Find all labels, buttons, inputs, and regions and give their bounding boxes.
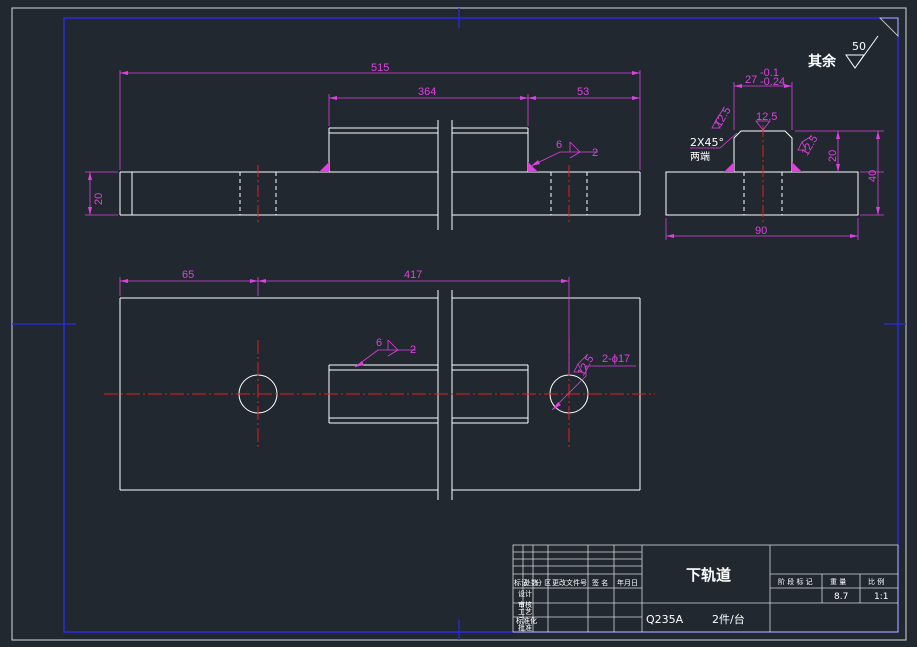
title-block-text: 标记 处数 分 区 更改文件号 签 名 年月日 设计 审核 工艺 标准化 批准 … [514,566,888,632]
hole-callout: 2-ϕ17 [602,353,630,365]
tb-role-3: 标准化 [516,616,537,625]
weld-fillet-left-icon [319,162,329,172]
tb-header-4: 签 名 [592,578,608,587]
dim-base-width: 90 [755,225,767,237]
tb-header-2: 分 区 [535,578,551,587]
tb-col-stage: 阶 段 标 记 [778,577,813,586]
tol-upper: -0.1 [760,67,779,79]
part-name: 下轨道 [686,566,731,584]
roughness-symbol-icon [845,35,879,69]
tb-role-4: 批准 [518,623,532,632]
dim-hole-offset: 65 [182,269,194,281]
tb-header-5: 年月日 [617,578,638,587]
plan-view: 65 417 6 2 2-ϕ17 12.5 [104,269,655,500]
side-weld-right-icon [792,162,802,172]
tb-header-1: 处数 [524,578,538,587]
dim-plate-height: 20 [93,193,105,205]
quantity: 2件/台 [712,612,745,626]
tb-role-1: 审核 [518,600,532,609]
roughness-value: 50 [852,40,866,53]
drawing-frame [63,17,899,633]
corner-triangle-top-right [879,17,899,37]
dim-step-height: 20 [827,150,839,162]
side-view: 27 -0.1 -0.24 2X45° 两端 12.5 12.5 12.5 20… [665,67,884,240]
title-block [512,544,899,633]
material: Q235A [646,613,684,626]
tb-col-weight: 重 量 [830,578,846,586]
chamfer-note: 两端 [690,150,710,163]
tb-role-2: 工艺 [518,608,532,616]
rough-top: 12.5 [756,111,777,123]
weld-count: 2 [592,147,598,159]
weld-size: 6 [556,139,562,151]
scale-value: 1:1 [874,592,888,602]
tb-header-3: 更改文件号 [552,578,587,587]
tb-role-0: 设计 [518,589,532,598]
dim-hole-span: 417 [404,269,422,281]
roughness-label: 其余 [808,53,837,70]
plan-weld-count: 2 [410,344,416,356]
rough-left: 12.5 [713,105,734,130]
front-view: 515 364 53 20 6 2 [85,62,641,230]
tb-col-scale: 比 例 [868,577,884,586]
weight-value: 8.7 [834,592,848,602]
weld-fillet-right-icon [528,162,538,172]
dim-slot-length: 364 [418,86,436,98]
chamfer-callout: 2X45° [690,136,724,149]
dim-rail-width: 27 [745,74,757,86]
roughness-note: 其余 50 [808,35,879,70]
side-weld-left-icon [724,162,734,172]
rough-right: 12.5 [799,133,820,158]
dim-right-offset: 53 [577,86,589,98]
dim-overall-length: 515 [371,62,389,74]
centering-marks [12,8,906,640]
plan-weld-size: 6 [376,337,382,349]
tol-lower: -0.24 [760,76,785,88]
tb-header-0: 标记 [514,578,528,587]
dim-total-height: 40 [867,170,879,182]
